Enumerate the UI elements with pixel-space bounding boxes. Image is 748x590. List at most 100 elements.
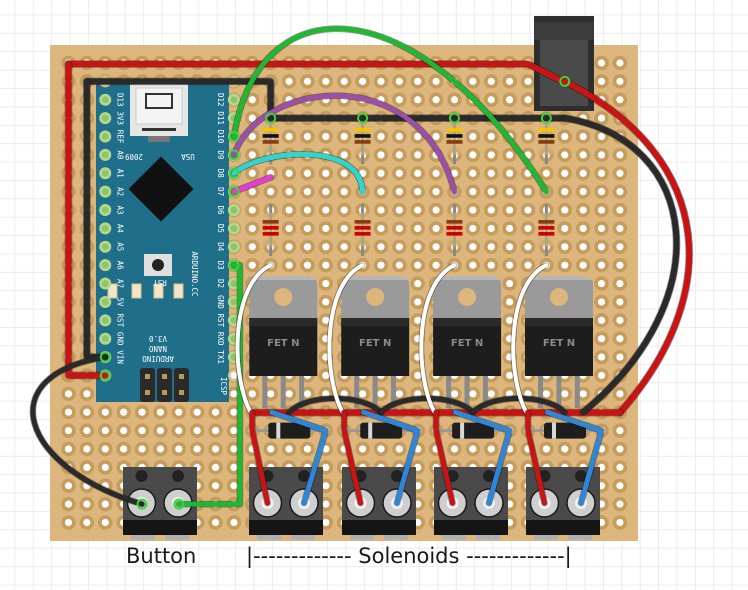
- pin-label-right: D3: [216, 261, 225, 270]
- pulldown-resistor-1: [262, 112, 279, 165]
- hole: [395, 390, 403, 398]
- hole: [414, 169, 422, 177]
- hole: [414, 243, 422, 251]
- pin-label-left: VIN: [115, 350, 124, 364]
- hole: [83, 445, 91, 453]
- pin-label-right: GND: [216, 295, 225, 309]
- wire-core: [231, 26, 549, 195]
- wire-core: [231, 93, 457, 195]
- pin-label-right: D9: [216, 150, 225, 159]
- hole: [597, 59, 606, 67]
- hole: [395, 224, 403, 233]
- hole: [248, 151, 256, 159]
- drain-wire-2: [360, 408, 422, 507]
- hole: [322, 224, 330, 233]
- pin-label-left: REF: [115, 130, 124, 144]
- hole: [340, 243, 348, 251]
- terminal-base: [526, 520, 600, 535]
- hole: [395, 77, 403, 85]
- hole: [597, 188, 606, 196]
- hole: [414, 445, 422, 453]
- hole: [469, 132, 477, 141]
- hole: [616, 169, 624, 177]
- hole: [340, 151, 348, 159]
- resistor-band: [262, 220, 279, 224]
- gate-resistor-1: [262, 204, 279, 257]
- pin-label-left: A0: [115, 150, 124, 160]
- hole: [561, 224, 569, 233]
- pin-label-left: A1: [115, 169, 124, 178]
- connection-point: [228, 149, 240, 161]
- resistor-band: [446, 226, 463, 230]
- terminal-pin: [257, 535, 281, 540]
- hole: [579, 132, 587, 141]
- hole: [248, 390, 256, 398]
- mosfet-body: [525, 318, 593, 376]
- hole: [358, 169, 367, 177]
- hole: [597, 445, 606, 453]
- hole: [597, 316, 606, 324]
- hole: [120, 408, 128, 416]
- jack-top: [534, 22, 594, 40]
- hole: [414, 224, 422, 233]
- mosfet-label: FET N: [267, 338, 299, 349]
- hole: [579, 224, 587, 233]
- diode-cathode-band: [552, 422, 556, 439]
- signal-wire-d10: [230, 25, 550, 195]
- resistor-band: [446, 140, 463, 144]
- pin-label-left: D13: [115, 93, 124, 107]
- hole: [432, 243, 440, 251]
- hole: [267, 445, 275, 453]
- hole: [303, 169, 312, 177]
- terminal-base: [434, 520, 508, 535]
- hole: [193, 408, 201, 416]
- hole: [414, 371, 422, 380]
- hole: [561, 169, 569, 177]
- hole: [524, 169, 532, 177]
- microcontroller-chip: [128, 156, 194, 222]
- connection-point: [228, 167, 240, 179]
- wire-core: [511, 263, 549, 415]
- icsp-pin: [162, 390, 167, 395]
- mosfet-leg: [538, 372, 543, 408]
- drain-wire-3: [452, 408, 513, 507]
- pin-left: [101, 316, 109, 324]
- hole: [322, 279, 330, 288]
- hole: [285, 243, 293, 251]
- hole: [303, 77, 312, 85]
- reset-button-cap: [152, 259, 164, 271]
- drain-wire-4: [544, 408, 605, 507]
- hole: [616, 500, 624, 508]
- led-l: [107, 283, 118, 299]
- hole: [597, 151, 606, 159]
- pin-left: [101, 261, 109, 269]
- hole: [506, 445, 514, 453]
- pulldown-resistor-2: [354, 112, 371, 165]
- connection-point: [228, 259, 240, 271]
- hole: [414, 132, 422, 141]
- pin-label-right: D10: [216, 130, 225, 144]
- pin-left: [101, 298, 109, 306]
- drain-wire-1: [268, 408, 330, 507]
- wire-core: [433, 410, 455, 506]
- pulldown-resistor-4: [538, 112, 555, 165]
- resistor-band: [446, 232, 463, 236]
- hole: [285, 224, 293, 233]
- hole: [506, 151, 514, 159]
- hole: [561, 188, 569, 196]
- usb-pins: [148, 136, 170, 142]
- hole: [487, 261, 495, 269]
- pin-left: [101, 280, 109, 287]
- hole: [616, 390, 624, 398]
- hole: [616, 482, 624, 490]
- hole: [322, 77, 330, 85]
- hole: [267, 390, 275, 398]
- hole: [340, 77, 348, 85]
- hole: [64, 500, 73, 508]
- hole: [579, 169, 587, 177]
- pin-left: [101, 133, 109, 140]
- hole: [616, 151, 624, 159]
- hole: [322, 390, 330, 398]
- mosfet-4: FET N: [525, 276, 593, 408]
- mosfet-leg: [372, 372, 378, 408]
